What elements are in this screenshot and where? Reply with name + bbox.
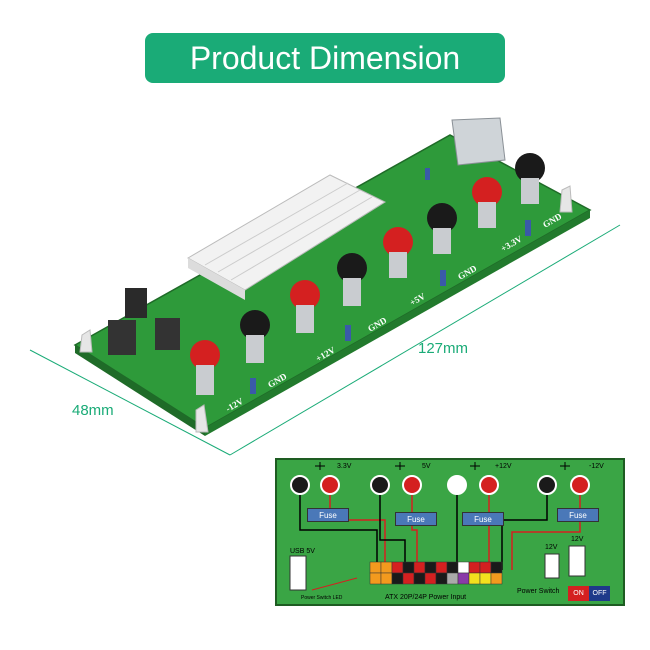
switch-led-label: Power Switch LED <box>301 595 343 601</box>
length-dimension: 127mm <box>418 340 469 357</box>
page-title: Product Dimension <box>189 39 461 76</box>
led-label-33v: 3.3V <box>337 463 352 470</box>
led-label-12v: +12V <box>495 463 512 470</box>
fan-label-1: 12V <box>545 544 558 551</box>
atx-label: ATX 20P/24P Power Input <box>385 594 467 601</box>
binding-posts <box>190 153 545 395</box>
fuse-1: Fuse <box>307 508 349 522</box>
on-button: ON <box>568 586 589 601</box>
led-label-5v: 5V <box>422 463 431 470</box>
fan-label-2: 12V <box>571 536 584 543</box>
schematic-diagram: Fuse Fuse Fuse Fuse 3.3V 5V +12V -12V US… <box>275 458 625 606</box>
usb-label: USB 5V <box>290 548 315 555</box>
width-dimension: 48mm <box>72 402 114 419</box>
fuse-2: Fuse <box>395 512 437 526</box>
power-switch-label: Power Switch <box>517 588 560 595</box>
fuse-4: Fuse <box>557 508 599 522</box>
off-button: OFF <box>589 586 610 601</box>
title-banner: Product Dimension <box>145 33 505 83</box>
led-label-minus12v: -12V <box>589 463 604 470</box>
schematic-wiring <box>289 462 590 591</box>
fuse-3: Fuse <box>462 512 504 526</box>
